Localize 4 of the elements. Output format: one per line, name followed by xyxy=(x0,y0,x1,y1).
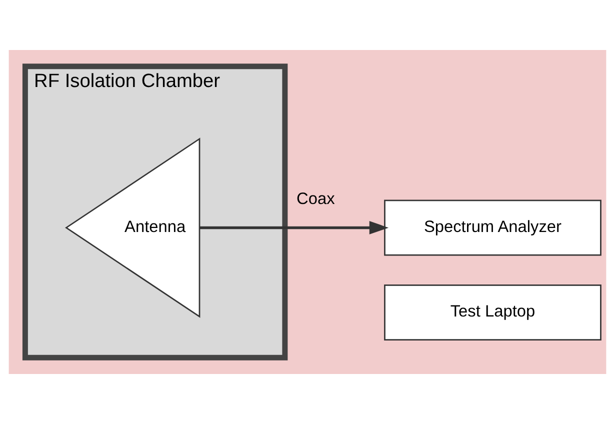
node-box: Spectrum Analyzer xyxy=(384,199,602,256)
edge-label: Coax xyxy=(296,189,335,208)
node-box: Test Laptop xyxy=(384,284,602,340)
arrow xyxy=(200,220,389,234)
